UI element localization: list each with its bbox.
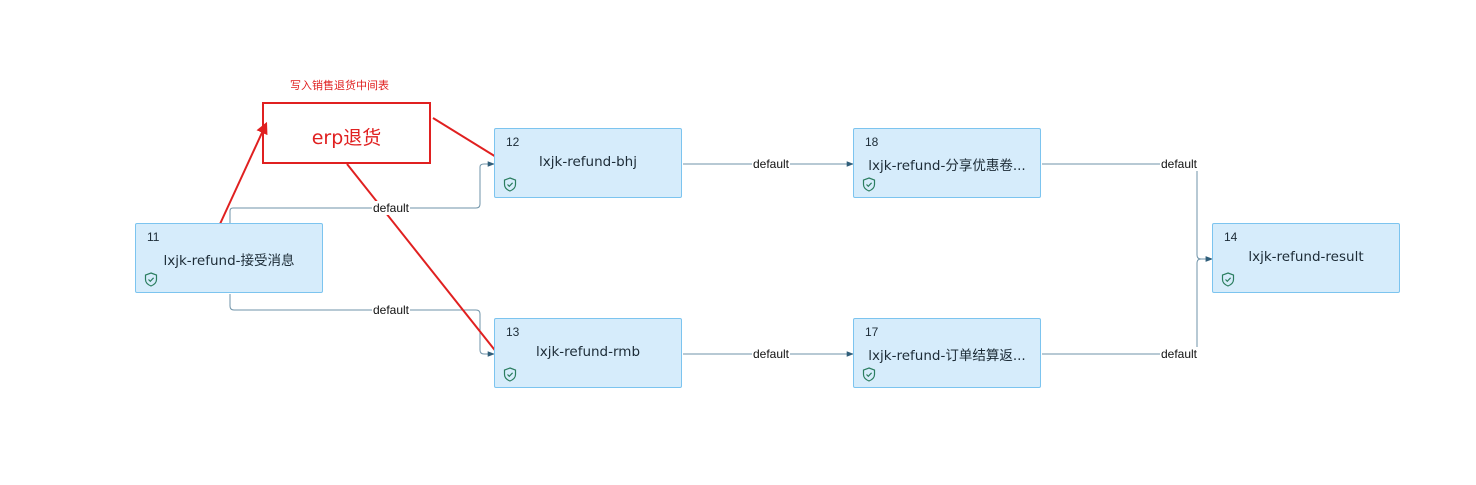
shield-check-icon <box>144 272 158 287</box>
annotation-arrow-to-box <box>219 121 268 225</box>
node-18[interactable]: 18 lxjk-refund-分享优惠卷... <box>853 128 1041 198</box>
shield-check-icon <box>503 177 517 192</box>
node-id: 18 <box>865 135 879 149</box>
annotation-box-text: erp退货 <box>311 127 382 149</box>
edge-label-12-18: default <box>751 157 791 171</box>
edge-label-17-14: default <box>1159 347 1199 361</box>
edge-label-11-12: default <box>371 201 411 215</box>
shield-check-icon <box>862 177 876 192</box>
node-17[interactable]: 17 lxjk-refund-订单结算返... <box>853 318 1041 388</box>
node-label: lxjk-refund-rmb <box>535 344 641 360</box>
shield-check-icon <box>503 367 517 382</box>
edge-label-18-14: default <box>1159 157 1199 171</box>
shield-check-icon <box>1221 272 1235 287</box>
node-label: lxjk-refund-订单结算返... <box>868 348 1026 364</box>
annotation-caption: 写入销售退货中间表 <box>290 79 389 92</box>
shield-check-icon <box>862 367 876 382</box>
node-12[interactable]: 12 lxjk-refund-bhj <box>494 128 682 198</box>
node-id: 13 <box>506 325 520 339</box>
node-13[interactable]: 13 lxjk-refund-rmb <box>494 318 682 388</box>
node-label: lxjk-refund-bhj <box>539 154 637 170</box>
node-id: 12 <box>506 135 520 149</box>
node-label: lxjk-refund-接受消息 <box>163 253 295 269</box>
node-label: lxjk-refund-分享优惠卷... <box>868 158 1026 174</box>
edge-11-12[interactable] <box>229 161 495 224</box>
node-11[interactable]: 11 lxjk-refund-接受消息 <box>135 223 323 293</box>
edge-label-11-13: default <box>371 303 411 317</box>
edge-17-14[interactable] <box>1042 256 1213 355</box>
node-id: 14 <box>1224 230 1238 244</box>
node-14[interactable]: 14 lxjk-refund-result <box>1212 223 1400 293</box>
node-label: lxjk-refund-result <box>1248 249 1364 265</box>
annotation-box: erp退货 <box>262 102 431 164</box>
node-id: 17 <box>865 325 879 339</box>
annotation-arrow-to-rmb <box>346 163 511 370</box>
node-id: 11 <box>147 230 160 244</box>
edge-18-14[interactable] <box>1042 163 1213 262</box>
edge-11-13[interactable] <box>229 294 495 357</box>
edge-label-13-17: default <box>751 347 791 361</box>
